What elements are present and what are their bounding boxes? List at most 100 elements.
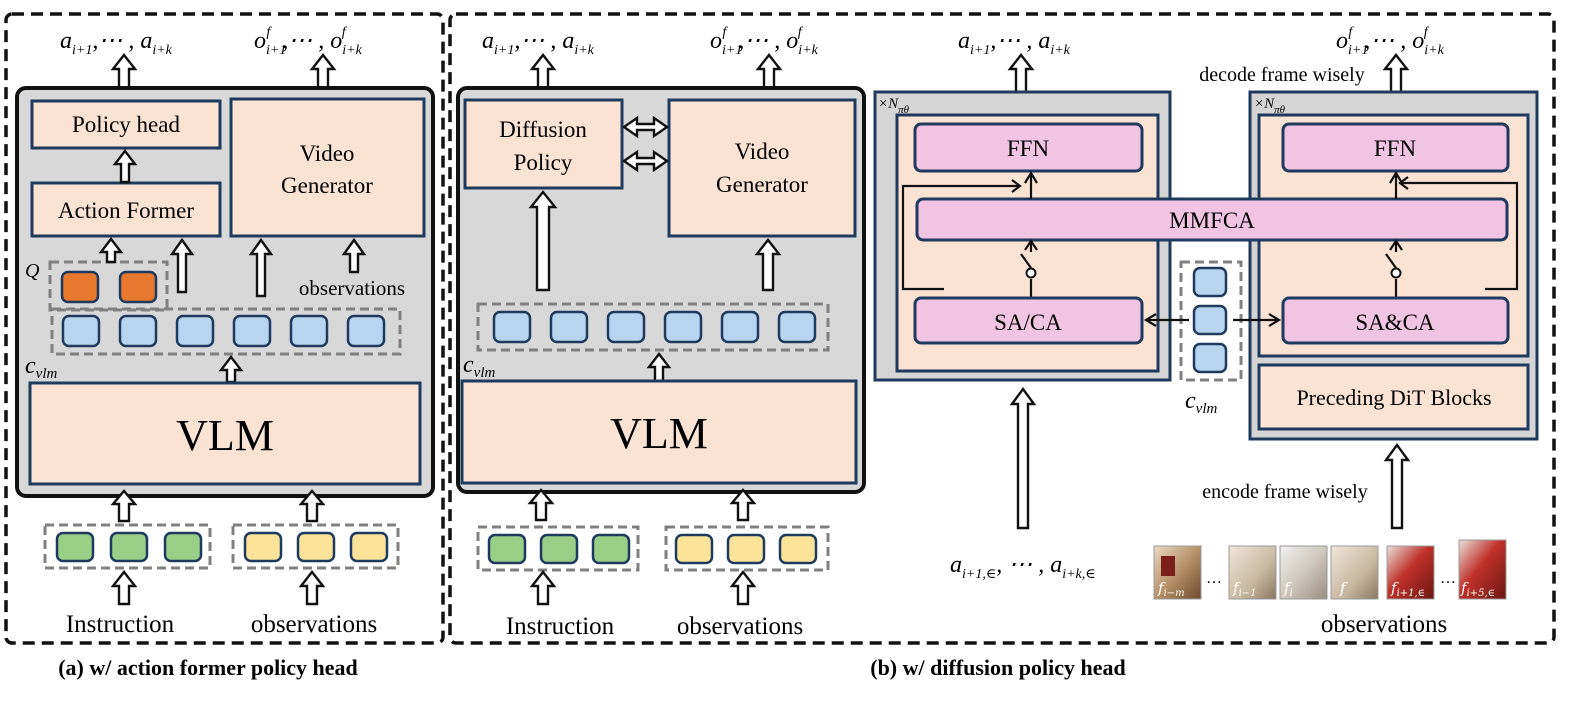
query-token	[118, 270, 158, 304]
ffn-right-box	[1281, 122, 1510, 173]
diffusion-policy-line2: Policy	[514, 150, 573, 175]
cvlm-token	[289, 314, 329, 348]
panel-a-frame	[4, 12, 445, 645]
repeat-label-right: ×Nπθ	[1254, 96, 1286, 116]
arrow-a-q-to-former	[98, 237, 124, 264]
vlm-b-box	[460, 379, 858, 485]
sa-and-ca-label: SA&CA	[1355, 310, 1435, 335]
arrow-b-instruction-in	[529, 570, 557, 606]
arrow-a-instruction-in	[110, 570, 138, 606]
arrow-a-instruction-to-vlm	[110, 489, 138, 523]
cvlm-label-a: cvlm	[25, 353, 57, 382]
instruction-token	[539, 533, 579, 565]
arrow-a-cvlm-to-former	[169, 237, 195, 294]
frame-thumbnail: f	[1330, 545, 1379, 600]
switch-right	[1385, 239, 1403, 297]
bidirectional-arrow-top	[621, 115, 670, 139]
panel-a-action-output: ai+1,⋯ , ai+k	[60, 28, 173, 58]
cvlm-token	[346, 314, 386, 348]
instruction-label-a: Instruction	[66, 611, 175, 638]
cvlm-token	[606, 310, 646, 344]
arrow-b-obs-in	[729, 570, 757, 606]
instruction-token	[163, 531, 203, 563]
arrow-a-obs-to-vlm	[298, 489, 326, 523]
policy-head-label: Policy head	[72, 112, 180, 137]
cvlm-token	[61, 314, 101, 348]
cvlm-token	[663, 310, 703, 344]
frame-thumbnail: fi+1,∈	[1386, 545, 1435, 600]
arrow-b-actions-out	[529, 53, 557, 90]
cvlm-token-group-a	[50, 307, 402, 356]
preceding-dit-label: Preceding DiT Blocks	[1296, 385, 1491, 410]
q-label: Q	[25, 260, 40, 282]
video-generator-b-line2: Generator	[716, 172, 808, 197]
query-token	[60, 270, 100, 304]
video-generator-b-line1: Video	[735, 139, 790, 164]
instruction-token	[487, 533, 527, 565]
sa-ca-box	[913, 296, 1144, 345]
frame-thumbnail: fi+5,∈	[1458, 539, 1507, 600]
instruction-token-group-b	[476, 525, 640, 572]
preceding-dit-box	[1257, 363, 1530, 431]
mmfca-label: MMFCA	[1169, 208, 1255, 233]
arrow-a-vlm-to-tokens	[218, 355, 244, 384]
residual-right	[1400, 181, 1519, 291]
instruction-token	[591, 533, 631, 565]
arrow-a-cvlm-to-video	[248, 237, 274, 298]
cvlm-to-sa-ca-head	[1143, 313, 1157, 327]
observation-token	[296, 531, 336, 563]
cvlm-token	[492, 310, 532, 344]
bidirectional-arrow-bottom	[621, 149, 670, 173]
frame-label: fi−m	[1157, 579, 1185, 599]
observation-token	[243, 531, 283, 563]
sa-ca-label: SA/CA	[994, 310, 1062, 335]
frame-label: fi+5,∈	[1460, 579, 1495, 599]
arrow-b-obs-to-vlm	[729, 488, 757, 522]
arrow-b-vlm-to-tokens	[646, 352, 672, 383]
cvlm-token	[1192, 342, 1228, 374]
observations-label-detail: observations	[1321, 611, 1447, 638]
panel-a: ai+1,⋯ , ai+k oi+1f,⋯ ,oi+kf Policy head…	[15, 25, 435, 680]
observations-label-a: observations	[251, 611, 377, 638]
arrow-a-obs-to-video	[341, 237, 367, 274]
noisy-actions-label: ai+1,∈, ⋯ , ai+k,∈	[950, 552, 1096, 582]
switch-left	[1020, 239, 1038, 297]
frame-label: f	[1339, 579, 1348, 597]
detail-frame-output: oi+1f,⋯ , oi+kf	[1336, 25, 1445, 58]
observation-token	[726, 533, 766, 565]
frames-ellipsis: …	[1440, 570, 1456, 587]
video-generator-a-line1: Video	[300, 141, 355, 166]
panel-a-frame-output: oi+1f,⋯ ,oi+kf	[254, 25, 363, 58]
residual-left-arrowhead	[1011, 179, 1022, 193]
conn-right-mmfca-ffn-head	[1389, 170, 1403, 184]
cvlm-token	[720, 310, 760, 344]
panel-b-frame-output: oi+1f,⋯ , oi+kf	[710, 25, 819, 58]
observations-label-b: observations	[677, 613, 803, 640]
policy-head-box	[30, 99, 222, 150]
instruction-token-group-a	[43, 523, 212, 570]
observations-side-label: observations	[299, 276, 405, 300]
encode-frame-label: encode frame wisely	[1202, 481, 1367, 503]
arrow-b-cvlm-to-video	[754, 238, 782, 292]
video-generator-b-box	[667, 98, 857, 238]
cvlm-to-sa-and-ca-head	[1268, 313, 1282, 327]
mmfca-box	[915, 197, 1509, 242]
arrow-a-former-to-head	[112, 149, 138, 184]
cvlm-token	[175, 314, 215, 348]
residual-left	[901, 184, 1020, 291]
observation-token	[778, 533, 818, 565]
arrow-detail-frames-out	[1382, 53, 1410, 94]
sa-and-ca-box	[1281, 296, 1510, 345]
arrow-detail-actions-out	[1007, 53, 1035, 94]
instruction-label-b: Instruction	[506, 613, 615, 640]
observation-token	[349, 531, 389, 563]
observation-token	[674, 533, 714, 565]
arrow-b-frames-out	[755, 53, 783, 90]
frames-ellipsis: …	[1206, 570, 1222, 587]
ffn-right-label: FFN	[1374, 136, 1417, 161]
arrow-b-instruction-to-vlm	[527, 488, 555, 522]
conn-left-mmfca-ffn-head	[1024, 170, 1038, 184]
cvlm-token	[118, 314, 158, 348]
arrow-encoded-frames-up	[1383, 442, 1411, 530]
